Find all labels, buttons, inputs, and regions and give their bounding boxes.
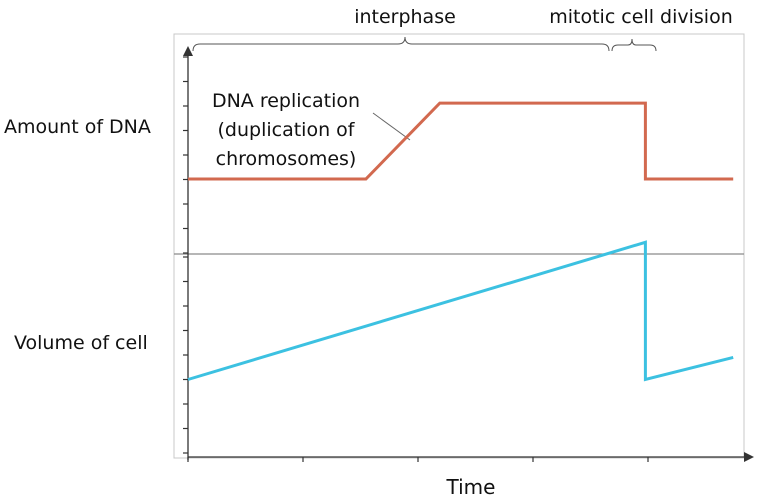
cell-volume-line <box>187 240 734 382</box>
mitosis-label: mitotic cell division <box>549 6 733 28</box>
dna-ylabel: Amount of DNA <box>4 116 151 138</box>
time-xlabel: Time <box>446 475 496 499</box>
annotation-leader <box>372 112 411 141</box>
series-layer <box>187 101 734 382</box>
dna-amount-line <box>188 101 734 181</box>
plot-frame <box>173 33 745 459</box>
interphase-brace <box>192 36 610 52</box>
x-ticks <box>187 457 649 462</box>
annotation-line-1: DNA replication <box>212 90 360 112</box>
y-axis-arrow <box>183 46 193 56</box>
annotation-line-3: chromosomes) <box>216 148 357 170</box>
interphase-label: interphase <box>354 6 456 28</box>
mitosis-brace <box>611 38 657 52</box>
volume-ylabel: Volume of cell <box>14 332 148 354</box>
y-ticks <box>183 56 188 454</box>
x-axis-arrow <box>744 452 754 462</box>
annotation-line-2: (duplication of <box>218 119 356 141</box>
